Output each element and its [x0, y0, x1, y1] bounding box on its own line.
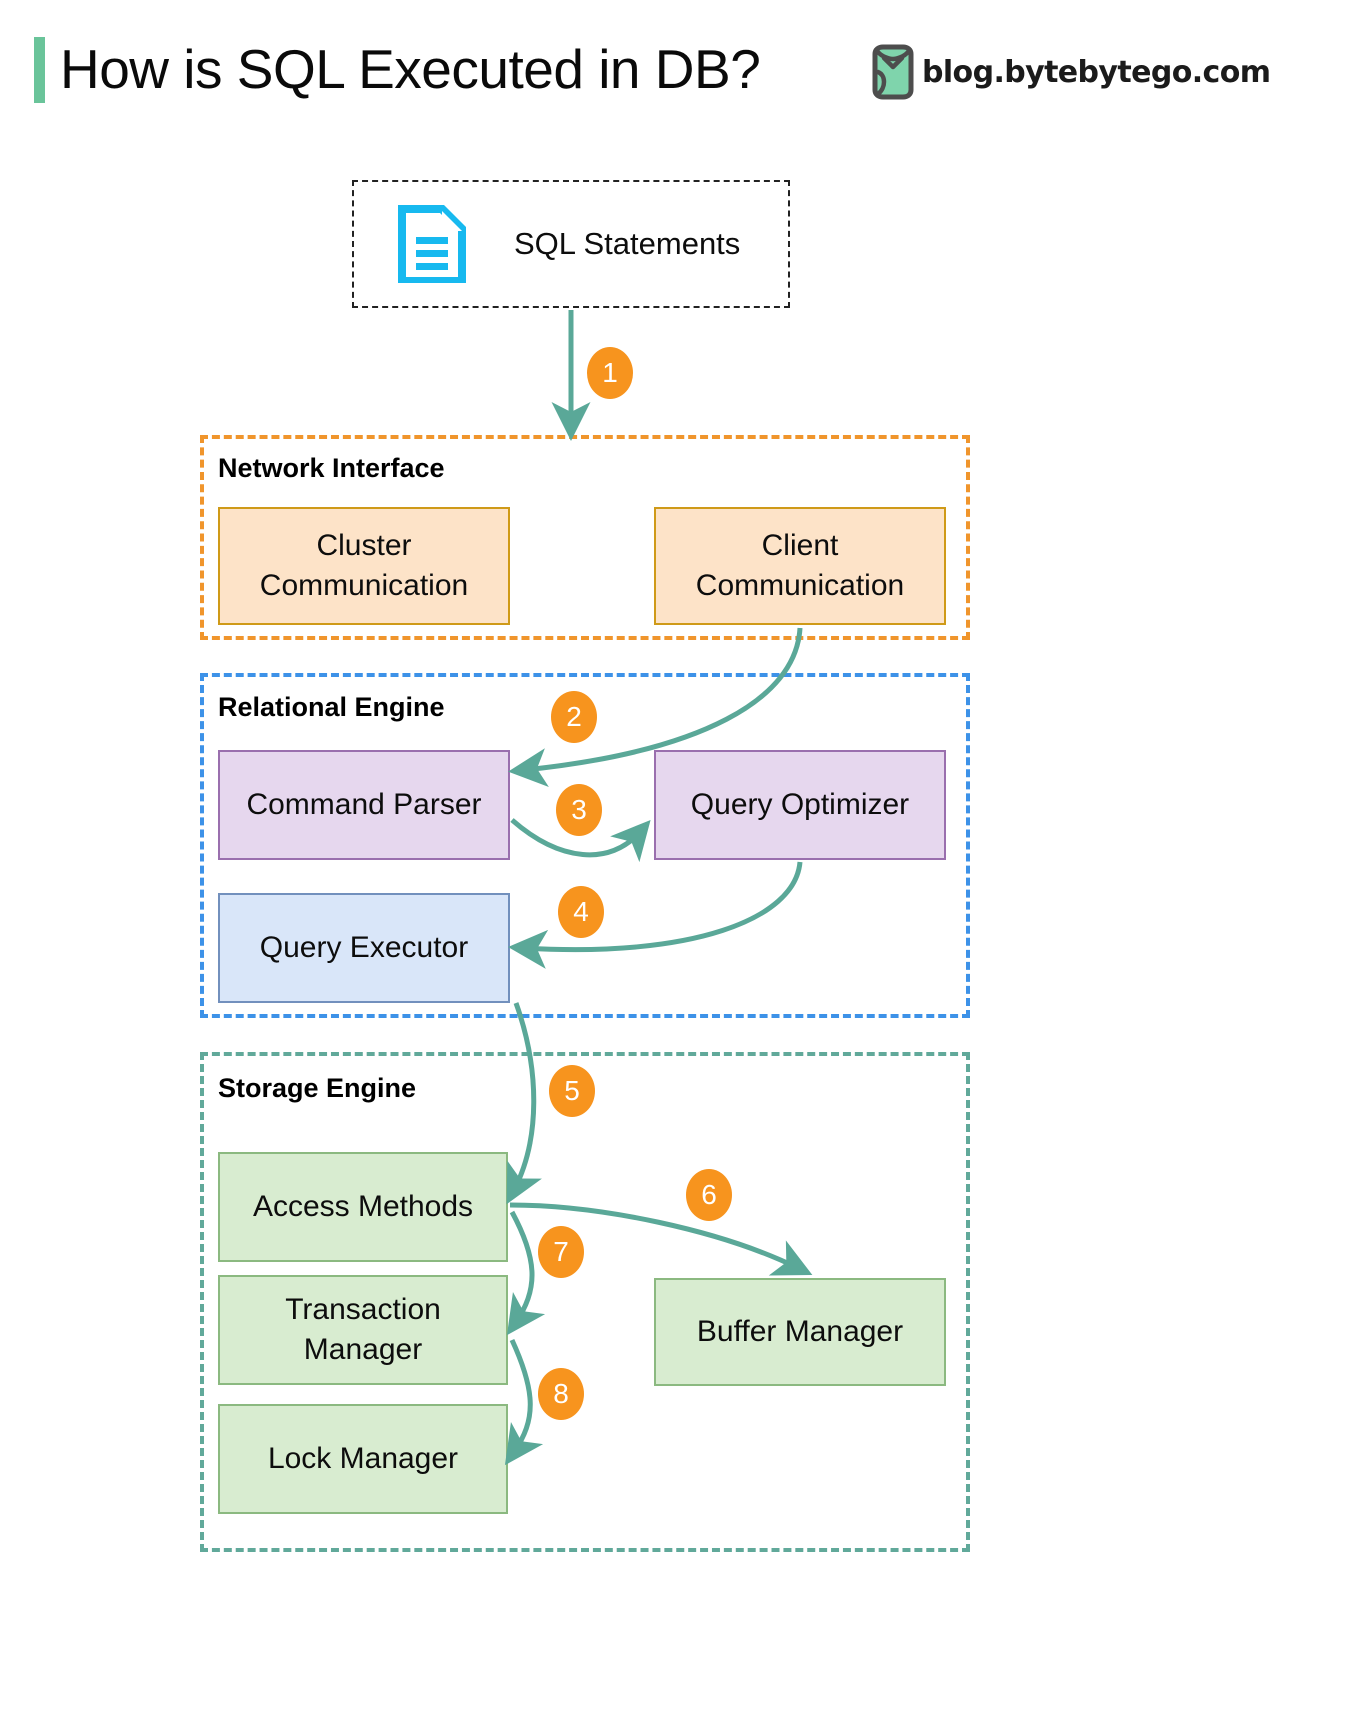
step-badge-8: 8 [538, 1368, 584, 1420]
title-accent-bar [34, 37, 45, 103]
node-query-executor[interactable]: Query Executor [218, 893, 510, 1003]
section-title-storage-engine: Storage Engine [218, 1073, 417, 1103]
node-command-parser[interactable]: Command Parser [218, 750, 510, 860]
step-badge-2: 2 [551, 691, 597, 743]
page-title: How is SQL Executed in DB? [60, 38, 761, 100]
node-label-line1: Cluster [316, 529, 412, 563]
node-label-line2: Communication [259, 569, 469, 602]
document-icon [398, 205, 466, 283]
step-badge-6: 6 [686, 1169, 732, 1221]
step-badge-4: 4 [558, 886, 604, 938]
node-label-line2: Manager [303, 1333, 423, 1366]
node-buffer-manager[interactable]: Buffer Manager [654, 1278, 946, 1386]
node-access-methods[interactable]: Access Methods [218, 1152, 508, 1262]
section-title-relational-engine: Relational Engine [218, 692, 445, 722]
sql-statements-label: SQL Statements [514, 226, 741, 261]
sql-statements-group: SQL Statements [352, 180, 790, 308]
node-transaction-manager[interactable]: Transaction Manager [218, 1275, 508, 1385]
node-label-line2: Communication [695, 569, 905, 602]
step-badge-5: 5 [549, 1065, 595, 1117]
section-title-network-interface: Network Interface [218, 453, 445, 483]
node-cluster-communication[interactable]: Cluster Communication [218, 507, 510, 625]
node-client-communication[interactable]: Client Communication [654, 507, 946, 625]
node-query-optimizer[interactable]: Query Optimizer [654, 750, 946, 860]
node-label-line1: Transaction [285, 1293, 441, 1327]
section-storage-engine [200, 1052, 970, 1552]
bytebytego-logo-icon [872, 44, 914, 100]
step-badge-7: 7 [538, 1226, 584, 1278]
node-lock-manager[interactable]: Lock Manager [218, 1404, 508, 1514]
step-badge-3: 3 [556, 784, 602, 836]
step-badge-1: 1 [587, 347, 633, 399]
page-header: How is SQL Executed in DB? blog.bytebyte… [0, 0, 1358, 130]
node-label-line1: Client [761, 529, 839, 563]
brand-watermark: blog.bytebytego.com [868, 44, 1271, 100]
brand-text: blog.bytebytego.com [922, 54, 1271, 90]
